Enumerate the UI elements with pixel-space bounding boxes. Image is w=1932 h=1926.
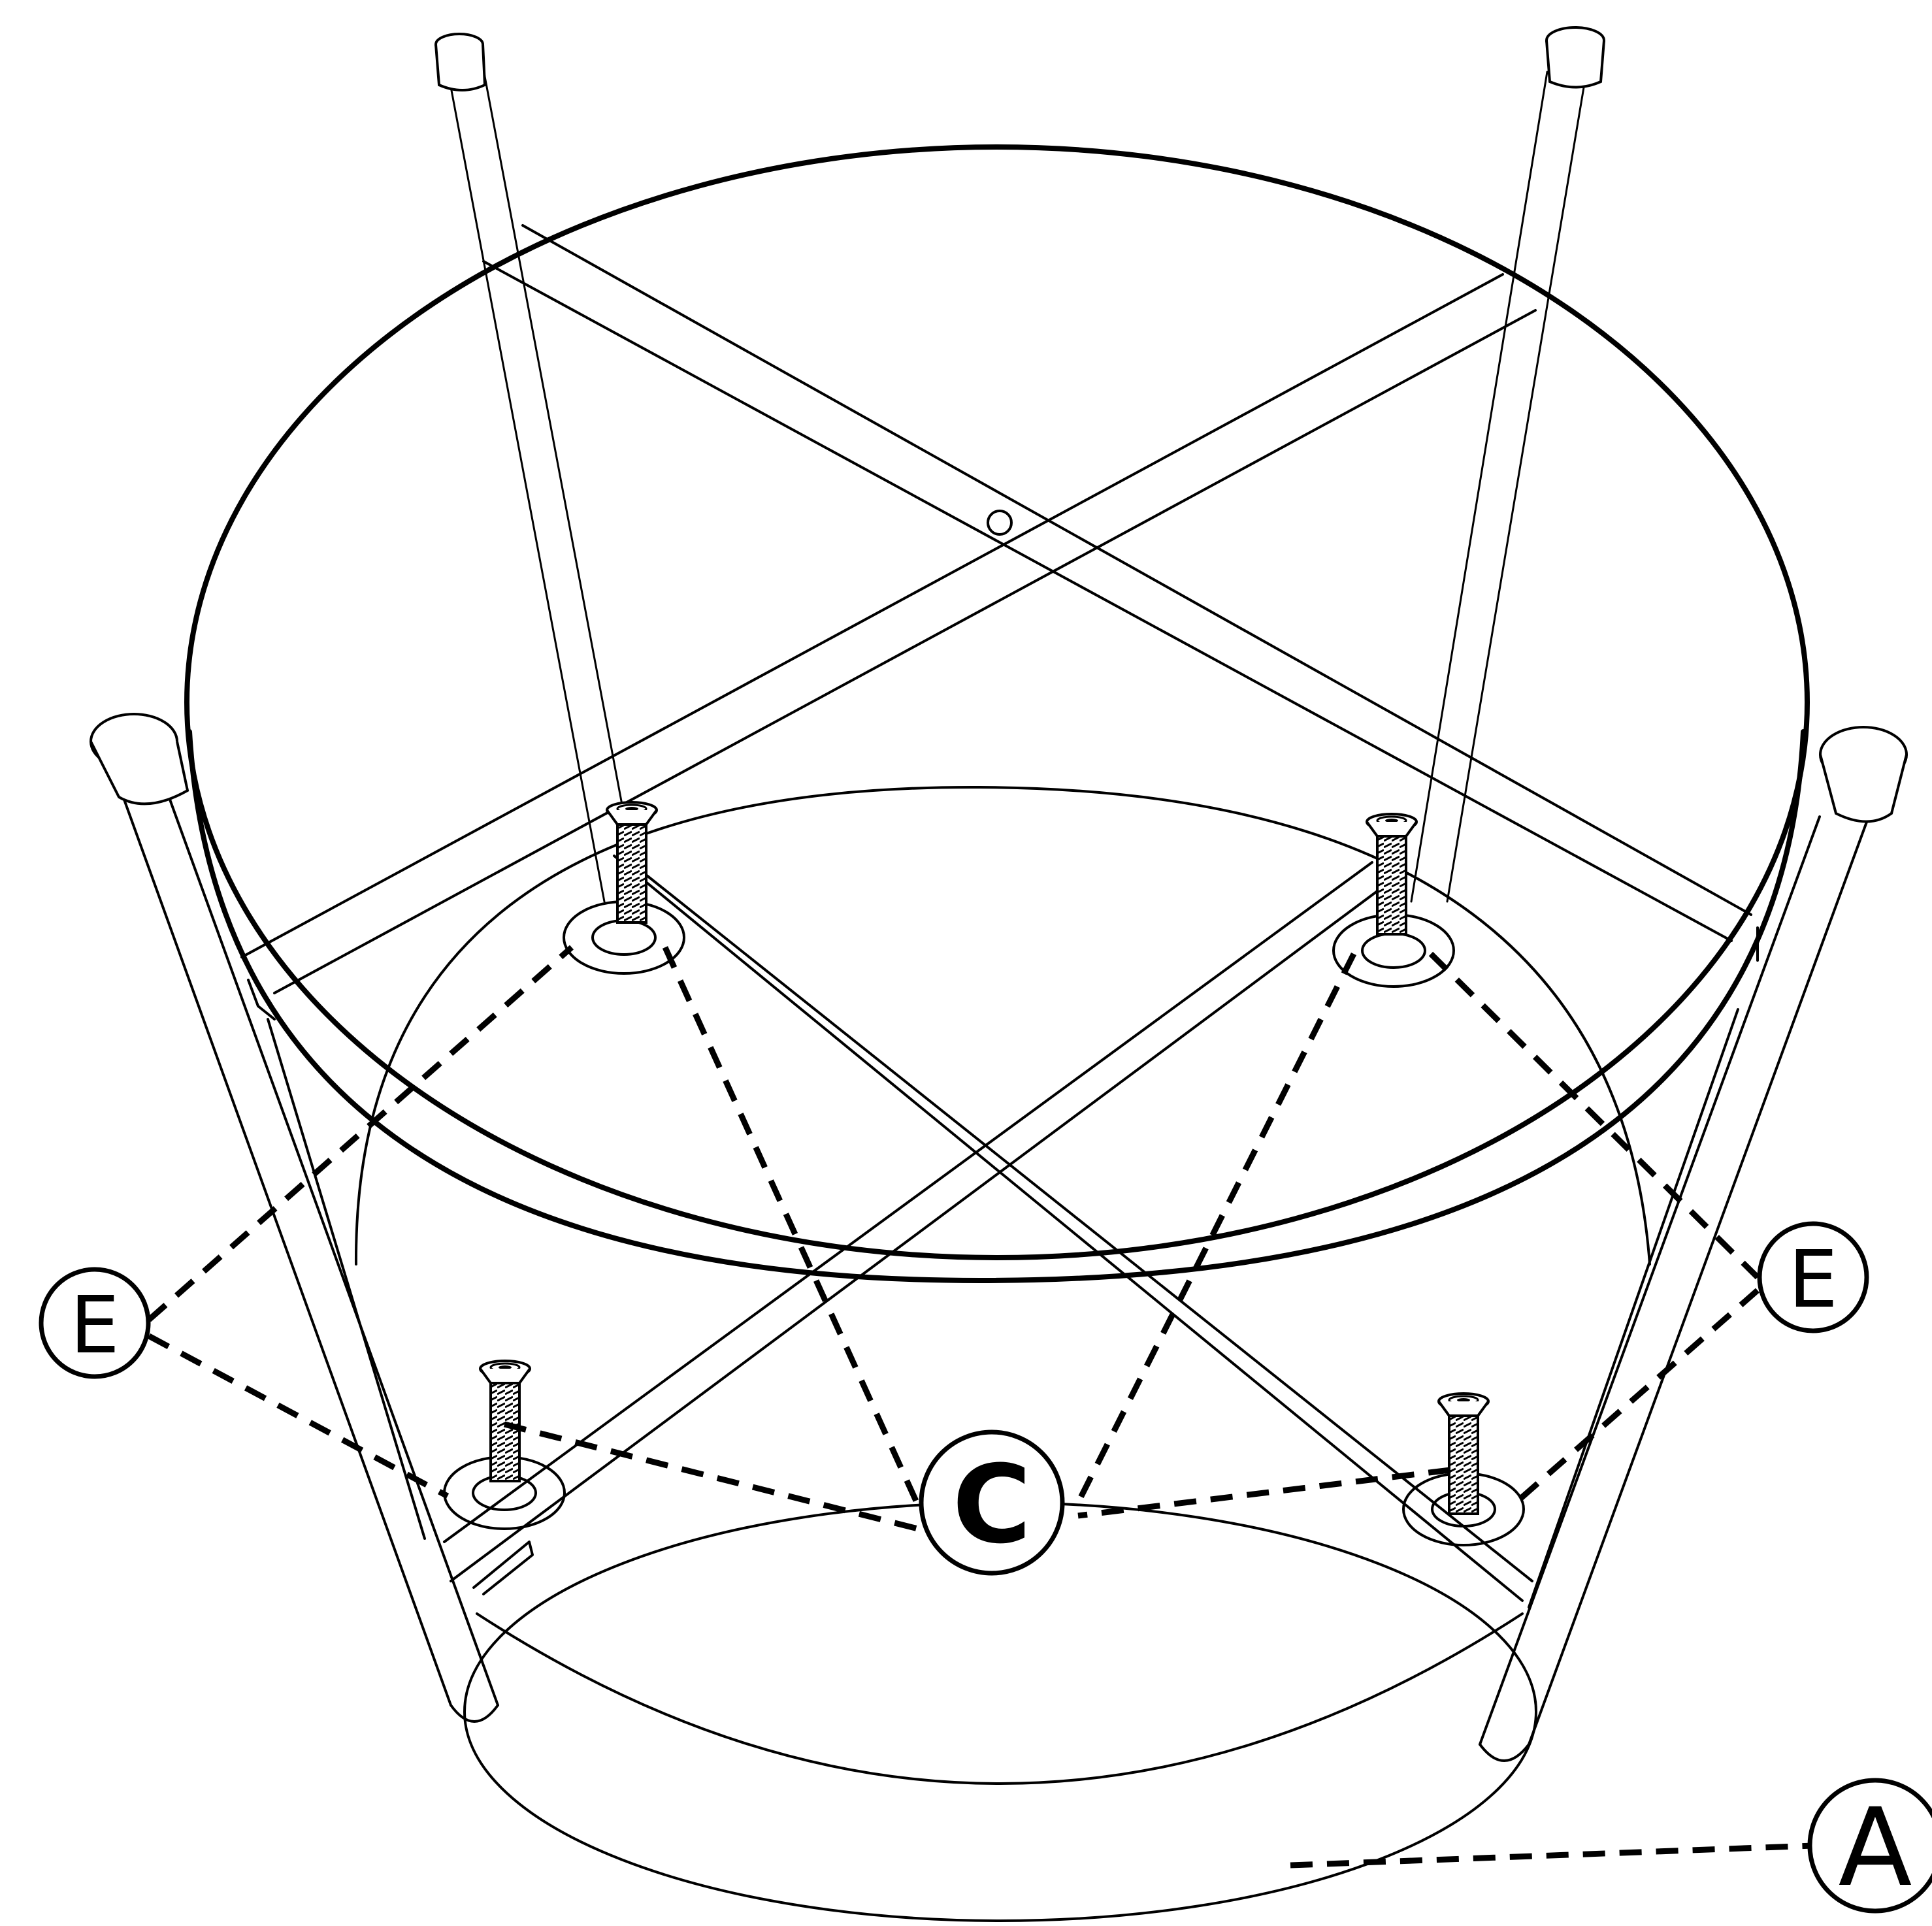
- callout-e-left: E: [41, 1269, 148, 1377]
- callout-c-center-label: C: [952, 1442, 1031, 1567]
- callout-e-right: E: [1760, 1224, 1867, 1331]
- screw-bottom-left: [444, 1361, 565, 1529]
- callout-c-center: C: [921, 1432, 1062, 1573]
- leader-lines: [149, 947, 1813, 1865]
- screw-bottom-right: [1403, 1394, 1524, 1545]
- callout-a-bottom: A: [1810, 1780, 1932, 1911]
- top-rim: [187, 147, 1807, 1281]
- back-leg-left: [436, 34, 640, 902]
- callout-a-bottom-label: A: [1839, 1785, 1912, 1910]
- top-cross-brace: [242, 225, 1751, 993]
- callout-e-right-label: E: [1788, 1235, 1838, 1326]
- back-leg-right: [1411, 27, 1604, 902]
- callout-e-left-label: E: [70, 1281, 120, 1371]
- front-leg-left: [91, 714, 498, 1722]
